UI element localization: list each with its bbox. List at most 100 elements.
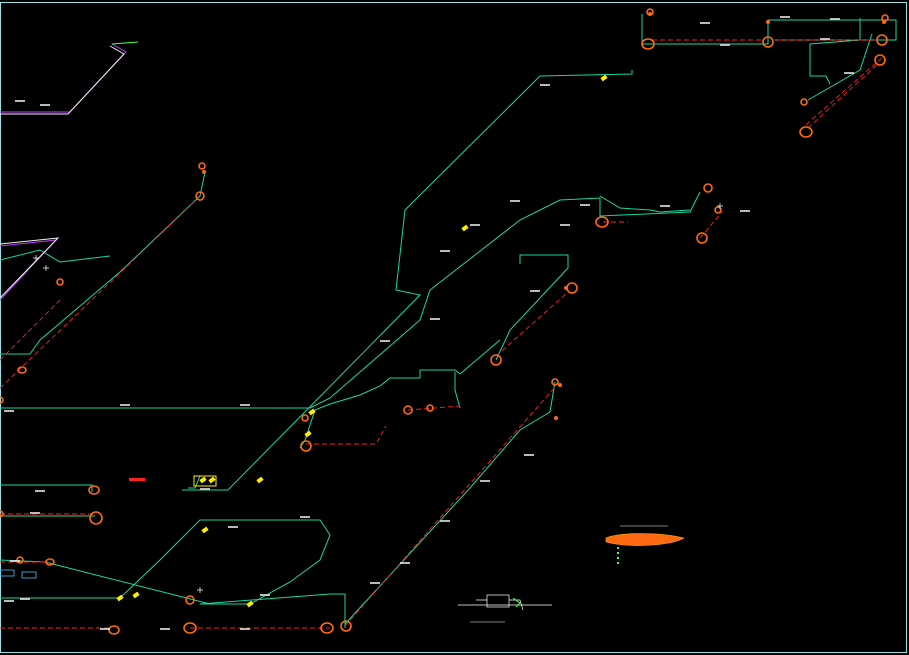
pipe-annotation-24 — [400, 562, 410, 564]
fixture-21 — [426, 404, 434, 412]
drain-run-3 — [807, 63, 879, 129]
crosshair-mark-4 — [717, 203, 723, 209]
pipe-annotation-4 — [700, 22, 710, 24]
pipe-segment-19 — [188, 475, 201, 489]
drain-run-16 — [799, 55, 885, 131]
valve-6 — [208, 476, 216, 484]
fixture-30 — [320, 622, 334, 634]
pipe-segment-1 — [641, 14, 897, 45]
pipe-annotation-2 — [780, 16, 790, 18]
pipe-annotation-26 — [480, 480, 490, 482]
drain-run-4 — [0, 199, 197, 389]
sink-symbol-2 — [21, 571, 37, 579]
valve-box — [193, 475, 217, 487]
valve-10 — [246, 600, 254, 608]
pipe-segment-2 — [182, 70, 633, 491]
fixture-31 — [340, 620, 352, 632]
fixture-6 — [800, 98, 808, 106]
legend-block — [605, 525, 685, 564]
pipe-annotation-16 — [30, 512, 40, 514]
fixture-26 — [0, 510, 4, 518]
pipe-annotation-11 — [240, 404, 250, 406]
drain-run-10 — [407, 405, 461, 411]
pipe-segment-7 — [419, 339, 501, 378]
fixture-27 — [185, 595, 195, 605]
pipe-annotation-31 — [530, 290, 540, 292]
fixtures — [0, 8, 889, 635]
pipe-annotation-14 — [228, 526, 238, 528]
pipe-annotation-6 — [844, 72, 854, 74]
pipe-segment-16 — [599, 195, 691, 213]
pipe-annotation-38 — [4, 410, 14, 412]
fixture-12 — [17, 366, 27, 374]
fixture-22 — [300, 440, 312, 452]
valve-11 — [304, 430, 312, 438]
pipe-annotation-33 — [470, 224, 480, 226]
fixture-14 — [595, 216, 609, 228]
pipe-annotation-12 — [200, 488, 210, 490]
pipe-segment-15 — [807, 33, 873, 101]
fixture-dot-2 — [766, 20, 770, 24]
crosshair-mark-1 — [43, 265, 49, 271]
pipe-annotation-10 — [120, 404, 130, 406]
drain-run-7 — [699, 211, 723, 239]
pipe-annotation-37 — [740, 210, 750, 212]
pipe-segment-6 — [495, 254, 569, 361]
fixture-2 — [762, 36, 774, 48]
fixture-5 — [799, 126, 813, 138]
drain-run-9 — [306, 425, 387, 445]
pipe-annotation-7 — [820, 38, 830, 40]
pipe-annotation-18 — [20, 598, 30, 600]
fixture-17 — [714, 206, 722, 214]
fixture-28 — [183, 622, 197, 634]
valve-4 — [256, 476, 264, 484]
valve-9 — [132, 591, 140, 599]
fixture-4 — [874, 54, 886, 66]
pipe-annotation-17 — [10, 560, 20, 562]
pipe-annotation-28 — [440, 250, 450, 252]
pipe-annotation-1 — [540, 84, 550, 86]
fixture-dot-3 — [882, 20, 886, 24]
pipe-segment-4 — [0, 484, 93, 492]
pipe-annotation-8 — [580, 204, 590, 206]
red-flange — [129, 478, 145, 481]
pipe-annotation-27 — [524, 454, 534, 456]
pipe-annotation-15 — [35, 490, 45, 492]
pipe-segment-8 — [304, 377, 420, 441]
pipe-annotation-5 — [720, 44, 730, 46]
pipe-annotation-36 — [660, 205, 670, 207]
gas-tag-leader — [111, 41, 139, 45]
valve-3 — [308, 408, 316, 416]
pipe-annotation-29 — [430, 318, 440, 320]
valve-2 — [461, 224, 469, 232]
fixture-9 — [195, 191, 205, 201]
fixture-3 — [876, 34, 888, 46]
fixture-16 — [696, 232, 708, 244]
pipe-segment-11 — [344, 381, 556, 625]
trap-detail-sketch — [458, 594, 552, 623]
sink-symbol-1 — [0, 569, 15, 577]
pipe-annotation-32 — [510, 200, 520, 202]
fixture-10 — [198, 162, 206, 170]
legend-highlight-mark — [605, 533, 685, 546]
pipe-annotation-23 — [370, 582, 380, 584]
pipe-annotation-30 — [380, 340, 390, 342]
crosshair-mark-2 — [33, 255, 39, 261]
pipe-annotation-20 — [100, 628, 110, 630]
pipe-annotation-39 — [4, 600, 14, 602]
fixture-19 — [490, 354, 502, 366]
fixture-18 — [566, 282, 578, 294]
pipe-network — [0, 14, 897, 628]
gas-line-mid-2 — [0, 237, 60, 299]
pipe-segment-20 — [0, 559, 211, 605]
fixture-dot-5 — [558, 383, 562, 387]
pipe-segment-14 — [809, 18, 861, 85]
fixture-dot-1 — [648, 12, 652, 16]
pipe-annotation-3 — [830, 18, 840, 20]
pipe-segment-12 — [454, 372, 461, 409]
pipe-segment-9 — [0, 519, 331, 605]
valve-7 — [201, 526, 209, 534]
valve-1 — [600, 74, 608, 82]
